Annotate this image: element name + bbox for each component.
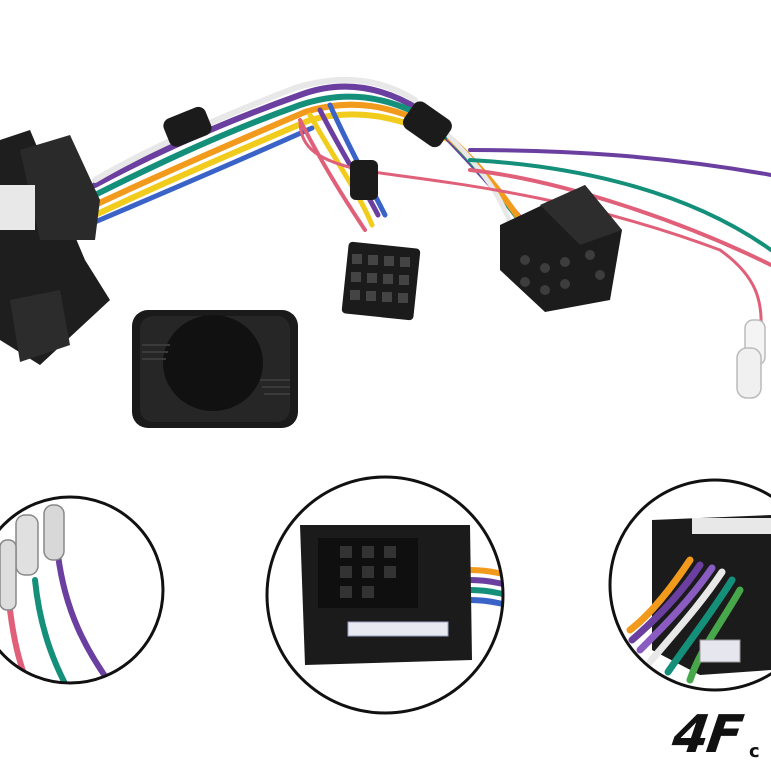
bullet-terminals <box>736 319 766 399</box>
inset-iso-connector-wired <box>608 478 771 692</box>
iso-connector <box>500 185 622 312</box>
wire-bundle <box>92 76 771 342</box>
sixteen-pin-connector <box>341 241 421 321</box>
inset-bullet-terminal-wires <box>0 495 165 685</box>
quadlock-connector <box>0 130 110 365</box>
logo-mark: 4F <box>671 711 745 763</box>
logo-sub: c <box>749 741 760 762</box>
inset-quadlock-face <box>265 475 505 715</box>
brand-logo: 4F c <box>671 711 771 763</box>
control-module <box>132 310 298 428</box>
